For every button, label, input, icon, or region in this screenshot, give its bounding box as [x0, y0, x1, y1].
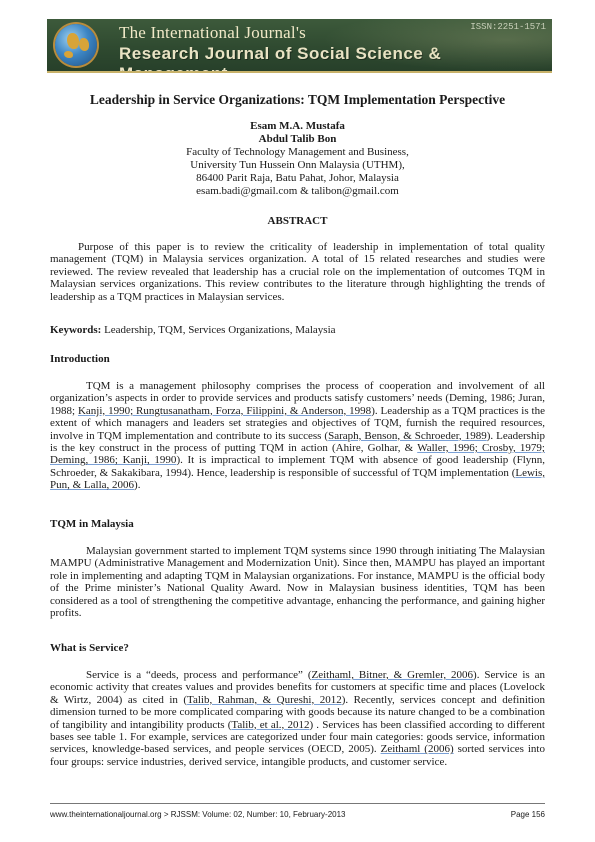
- author-block: Esam M.A. Mustafa Abdul Talib Bon Facult…: [0, 120, 595, 198]
- tqm-malaysia-paragraph: Malaysian government started to implemen…: [50, 545, 545, 620]
- author-name-1: Esam M.A. Mustafa: [250, 120, 345, 132]
- service-text-3: ). Recently, services concept and defini…: [50, 693, 545, 731]
- author-emails: esam.badi@gmail.com & talibon@gmail.com: [196, 185, 399, 197]
- citation-link[interactable]: Zeithaml, Bitner, & Gremler, 2006: [311, 669, 474, 681]
- journal-name-line2: Research Journal of Social Science & Man…: [119, 44, 442, 71]
- citation-link[interactable]: Kanji, 1990; Rungtusanatham, Forza, Fili…: [77, 404, 372, 417]
- affiliation-line-2: University Tun Hussein Onn Malaysia (UTH…: [190, 159, 405, 171]
- abstract-text: Purpose of this paper is to review the c…: [50, 241, 545, 303]
- globe-logo-icon: [55, 24, 97, 66]
- affiliation-line-3: 86400 Parit Raja, Batu Pahat, Johor, Mal…: [196, 172, 399, 184]
- citation-link[interactable]: Talib, Rahman, & Qureshi, 2012: [187, 693, 342, 706]
- citation-link[interactable]: Zeithaml (2006): [380, 743, 454, 756]
- author-name-2: Abdul Talib Bon: [258, 133, 337, 145]
- service-text-1: Service is a “deeds, process and perform…: [86, 669, 312, 681]
- introduction-heading: Introduction: [50, 353, 110, 365]
- introduction-paragraph: TQM is a management philosophy comprises…: [50, 380, 545, 492]
- keywords-text: Leadership, TQM, Services Organizations,…: [104, 324, 336, 336]
- page-footer: www.theinternationaljournal.org > RJSSM:…: [50, 810, 545, 819]
- keywords-label: Keywords:: [50, 324, 102, 336]
- journal-banner: The International Journal's Research Jou…: [47, 19, 552, 73]
- intro-text-5: ).: [134, 479, 141, 492]
- issn-label: ISSN:2251-1571: [470, 22, 546, 32]
- service-paragraph: Service is a “deeds, process and perform…: [50, 669, 545, 768]
- service-text-5: sorted services into four groups: servic…: [50, 743, 545, 768]
- intro-text-3: ). Leadership is the key construct in th…: [50, 429, 546, 455]
- service-text-4: ) . Services has been classified accordi…: [50, 718, 545, 756]
- citation-link[interactable]: Lewis, Pun, & Lalla, 2006: [50, 466, 545, 492]
- affiliation-line-1: Faculty of Technology Management and Bus…: [186, 146, 409, 158]
- footer-journal-info: www.theinternationaljournal.org > RJSSM:…: [50, 810, 346, 819]
- tqm-malaysia-heading: TQM in Malaysia: [50, 518, 134, 530]
- citation-link[interactable]: Waller, 1996; Crosby, 1979; Deming, 1986…: [50, 442, 545, 467]
- citation-link[interactable]: Talib, et al., 2012: [231, 718, 310, 731]
- citation-link[interactable]: Saraph, Benson, & Schroeder, 1989: [328, 429, 487, 442]
- page-number: Page 156: [510, 810, 545, 819]
- service-heading: What is Service?: [50, 642, 129, 654]
- intro-text-2: ). Leadership as a TQM practices is the …: [50, 404, 545, 442]
- journal-name-line1: The International Journal's: [119, 23, 306, 42]
- service-text-2: ). Service is an economic activity that …: [50, 669, 545, 706]
- footer-divider: [50, 803, 545, 804]
- intro-text-4: ). It is impractical to implement TQM wi…: [50, 454, 546, 479]
- abstract-heading: ABSTRACT: [267, 215, 328, 227]
- paper-title: Leadership in Service Organizations: TQM…: [89, 92, 506, 107]
- keywords-line: Keywords: Leadership, TQM, Services Orga…: [50, 324, 545, 336]
- intro-text-1: TQM is a management philosophy comprises…: [50, 380, 545, 417]
